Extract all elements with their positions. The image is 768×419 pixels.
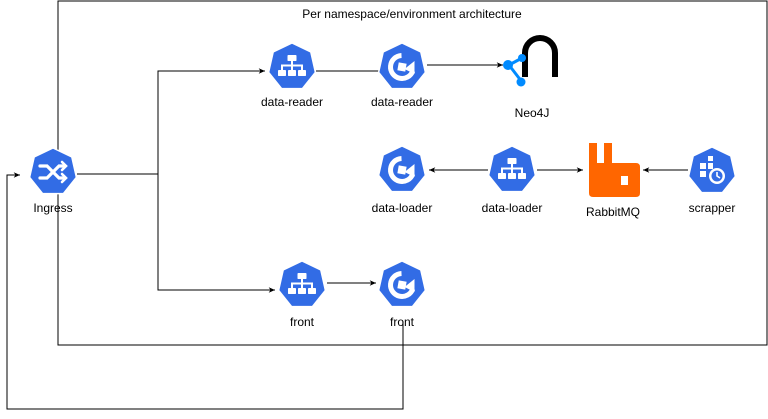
data-reader-deployment-node[interactable] <box>377 42 427 90</box>
front-service-node[interactable] <box>277 260 327 308</box>
diagram-title: Per namespace/environment architecture <box>302 7 522 21</box>
edge-ingress-to-front-svc <box>157 174 275 293</box>
data-reader-service-label: data-reader <box>261 95 323 109</box>
ingress-label: Ingress <box>33 201 72 215</box>
front-deployment-label: front <box>390 315 415 329</box>
data-loader-service-label: data-loader <box>482 201 543 215</box>
front-deployment-node[interactable] <box>377 260 427 308</box>
data-reader-service-node[interactable] <box>267 42 317 90</box>
data-loader-deployment-label: data-loader <box>372 201 433 215</box>
scrapper-label: scrapper <box>689 201 736 215</box>
neo4j-logo-icon <box>503 35 558 87</box>
edge-front-loopback-to-ingress <box>6 172 404 410</box>
data-reader-deployment-label: data-reader <box>371 95 433 109</box>
rabbitmq-node[interactable] <box>589 143 640 197</box>
data-loader-deployment-node[interactable] <box>377 145 427 193</box>
ingress-node[interactable] <box>28 147 78 195</box>
neo4j-label: Neo4J <box>515 106 550 120</box>
data-loader-service-node[interactable] <box>487 145 537 193</box>
edge-ingress-to-data-reader-svc <box>77 68 265 175</box>
scrapper-node[interactable] <box>687 146 737 194</box>
neo4j-node[interactable] <box>503 35 558 87</box>
connectors <box>6 62 688 410</box>
front-service-label: front <box>290 315 315 329</box>
rabbitmq-label: RabbitMQ <box>586 205 640 219</box>
rabbitmq-logo-icon <box>589 143 640 197</box>
